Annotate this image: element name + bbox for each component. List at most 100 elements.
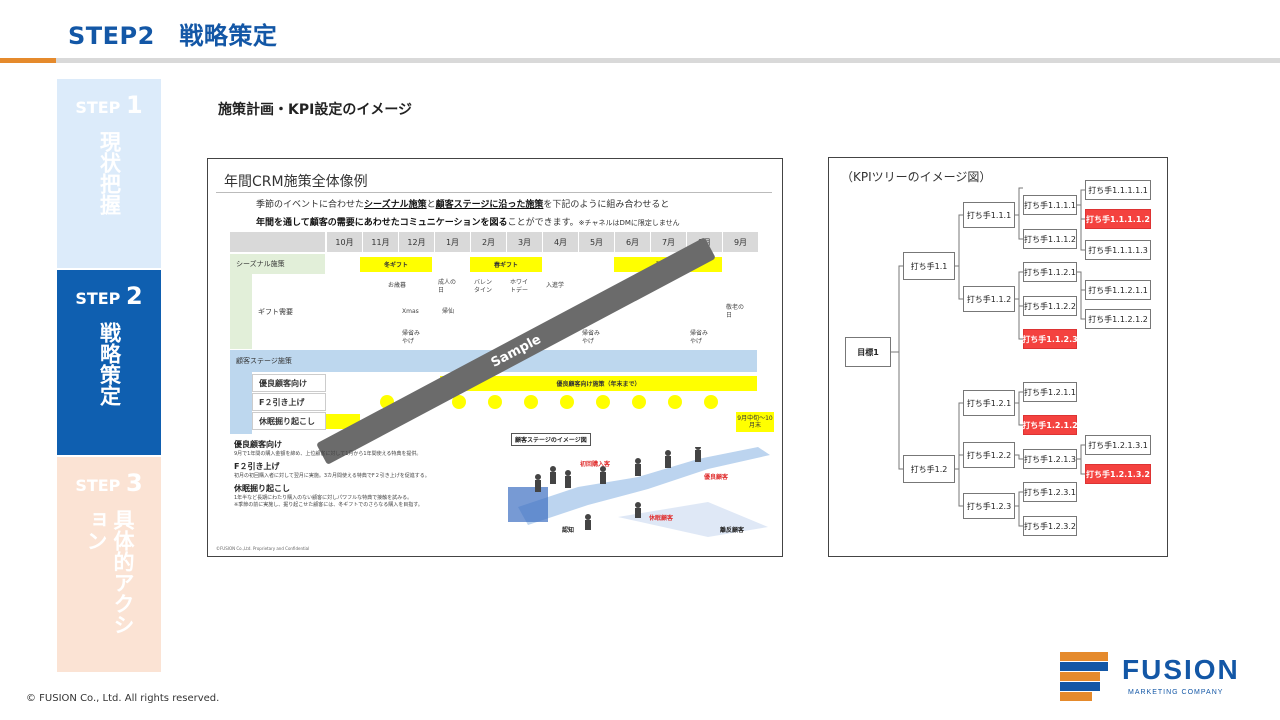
f2-dot (632, 395, 646, 409)
kpi-node: 打ち手1.1.2.1.2 (1085, 309, 1151, 329)
legend-dormant: 休眠掘り起こし (234, 484, 290, 493)
crm-footer: ©FUSION Co.,Ltd. Proprietary and Confide… (216, 546, 310, 551)
f2-dot (596, 395, 610, 409)
kpi-root: 目標1 (845, 337, 891, 367)
f2-dot (704, 395, 718, 409)
legend-loyal-desc: 9月で1年間の購入金額を締め、上位顧客に対して1月から1年間使える特典を提供。 (234, 451, 422, 457)
month-header: 9月 (722, 232, 758, 252)
legend-loyal: 優良顧客向け (234, 440, 282, 449)
gift-kaese-3: 帰省みやげ (690, 330, 709, 345)
month-header: 3月 (506, 232, 542, 252)
kpi-title: （KPIツリーのイメージ図） (841, 170, 992, 184)
stage-aware: 認知 (562, 527, 575, 534)
gift-kaese-2: 帰省みやげ (582, 330, 601, 345)
kpi-node: 打ち手1.2.1.3.1 (1085, 435, 1151, 455)
stage-churn: 離反顧客 (720, 527, 745, 534)
kpi-node: 打ち手1.2.1.1 (1023, 382, 1077, 402)
fusion-logo: FUSION MARKETING COMPANY (1060, 652, 1260, 702)
kpi-node: 打ち手1.2.3.1 (1023, 482, 1077, 502)
bar-winter-gift: 冬ギフト (360, 257, 432, 272)
month-header: 4月 (542, 232, 578, 252)
kpi-node: 打ち手1.1.2.1.1 (1085, 280, 1151, 300)
kpi-node: 打ち手1.2.1.3 (1023, 449, 1077, 469)
step-3-panel[interactable]: STEP 3 具体的アクション (57, 457, 161, 672)
bar-spring-gift: 春ギフト (470, 257, 542, 272)
legend-dormant-desc-1: 1年半など長期にわたり購入のない顧客に対しパワフルな特典で接触を試みる。 (234, 495, 413, 501)
logo-subtitle: MARKETING COMPANY (1128, 689, 1224, 696)
kpi-node-highlighted: 打ち手1.2.1.3.2 (1085, 464, 1151, 484)
logo-name: FUSION (1122, 654, 1240, 685)
kpi-node: 打ち手1.1.1.2 (1023, 229, 1077, 249)
kpi-node: 打ち手1.1 (903, 252, 955, 280)
month-header: 12月 (398, 232, 434, 252)
row-loyal: 優良顧客向け (252, 374, 326, 392)
kpi-node: 打ち手1.1.1 (963, 202, 1015, 228)
kpi-node: 打ち手1.1.1.1.1 (1085, 180, 1151, 200)
stage-diagram (508, 447, 770, 537)
kpi-node: 打ち手1.1.1.1 (1023, 195, 1077, 215)
row-f2: F２引き上げ (252, 393, 326, 411)
month-header: 6月 (614, 232, 650, 252)
kpi-node: 打ち手1.2 (903, 455, 955, 483)
logo-mark-icon (1060, 652, 1108, 702)
stage-first: 初回購入客 (580, 461, 611, 468)
stage-dormant: 休眠顧客 (649, 515, 674, 522)
kpi-node: 打ち手1.1.2 (963, 286, 1015, 312)
crm-plan-image: 年間CRM施策全体像例 季節のイベントに合わせたシーズナル施策と顧客ステージに沿… (207, 158, 783, 557)
step-1-label: STEP 1 (75, 91, 143, 119)
kpi-node: 打ち手1.1.1.1.3 (1085, 240, 1151, 260)
legend-f2-desc: 初月の初回購入者に対して翌月に実施。3カ月間使える特典でF２引き上げを促進する。 (234, 473, 430, 479)
month-header: 10月 (326, 232, 362, 252)
row-dormant: 休眠掘り起こし (252, 412, 326, 430)
month-header: 1月 (434, 232, 470, 252)
gift-xmas: Xmas (402, 308, 419, 315)
kpi-node: 打ち手1.2.3.2 (1023, 516, 1077, 536)
crm-description-line-1: 季節のイベントに合わせたシーズナル施策と顧客ステージに沿った施策を下記のように組… (256, 200, 670, 210)
kpi-node-highlighted: 打ち手1.1.1.1.2 (1085, 209, 1151, 229)
stage-loyal: 優良顧客 (704, 474, 729, 481)
step-1-panel[interactable]: STEP 1 現状把握 (57, 79, 161, 268)
kpi-node-highlighted: 打ち手1.2.1.2 (1022, 415, 1078, 435)
step-1-text: 現状把握 (97, 131, 122, 215)
copyright: © FUSION Co., Ltd. All rights reserved. (26, 693, 220, 704)
kpi-node: 打ち手1.2.2 (963, 442, 1015, 468)
kpi-node: 打ち手1.2.3 (963, 493, 1015, 519)
page-title: STEP2 戦略策定 (68, 22, 278, 50)
month-header: 11月 (362, 232, 398, 252)
step-3-label: STEP 3 (75, 469, 143, 497)
month-header: 5月 (578, 232, 614, 252)
legend-f2: F２引き上げ (234, 462, 280, 471)
kpi-node: 打ち手1.2.1 (963, 390, 1015, 416)
kpi-node: 打ち手1.1.2.1 (1023, 262, 1077, 282)
f2-dot (452, 395, 466, 409)
gift-keiro: 敬老の日 (726, 304, 745, 319)
section-heading: 施策計画・KPI設定のイメージ (218, 102, 413, 118)
step-3-text: 具体的アクション (84, 509, 135, 635)
gift-seijin: 成人の日 (438, 279, 457, 294)
title-divider-accent (0, 58, 56, 63)
f2-dot (488, 395, 502, 409)
gift-kaese-1: 帰省みやげ (402, 330, 421, 345)
dormant-note: 9月中旬〜10月末 (736, 412, 774, 432)
gift-nyugaku: 入進学 (546, 282, 565, 289)
kpi-node: 打ち手1.1.2.2 (1023, 296, 1077, 316)
gift-oseibo: お歳暮 (388, 282, 407, 289)
month-header: 2月 (470, 232, 506, 252)
legend-dormant-desc-2: ※季節の前に実施し、掘り起こせた顧客には、冬ギフトでのさらなる購入を目指す。 (234, 502, 423, 508)
step-2-label: STEP 2 (75, 282, 143, 310)
crm-title: 年間CRM施策全体像例 (224, 174, 368, 190)
row-stage: 顧客ステージ施策 (236, 357, 292, 365)
f2-dot (560, 395, 574, 409)
gift-valentine: バレンタイン (474, 279, 493, 294)
gift-white: ホワイトデー (510, 279, 529, 294)
crm-title-rule (216, 192, 772, 193)
month-header: 7月 (650, 232, 686, 252)
kpi-tree-image: （KPIツリーのイメージ図） (828, 157, 1168, 557)
step-2-text: 戦略策定 (97, 322, 122, 406)
stage-diagram-title: 顧客ステージのイメージ図 (511, 433, 591, 446)
row-gift: ギフト需要 (258, 307, 293, 316)
kpi-connectors (891, 187, 1085, 527)
step-2-panel[interactable]: STEP 2 戦略策定 (57, 270, 161, 455)
title-divider (0, 58, 1280, 63)
bar-loyal: 優良顧客向け施策（年末まで） (440, 376, 757, 391)
